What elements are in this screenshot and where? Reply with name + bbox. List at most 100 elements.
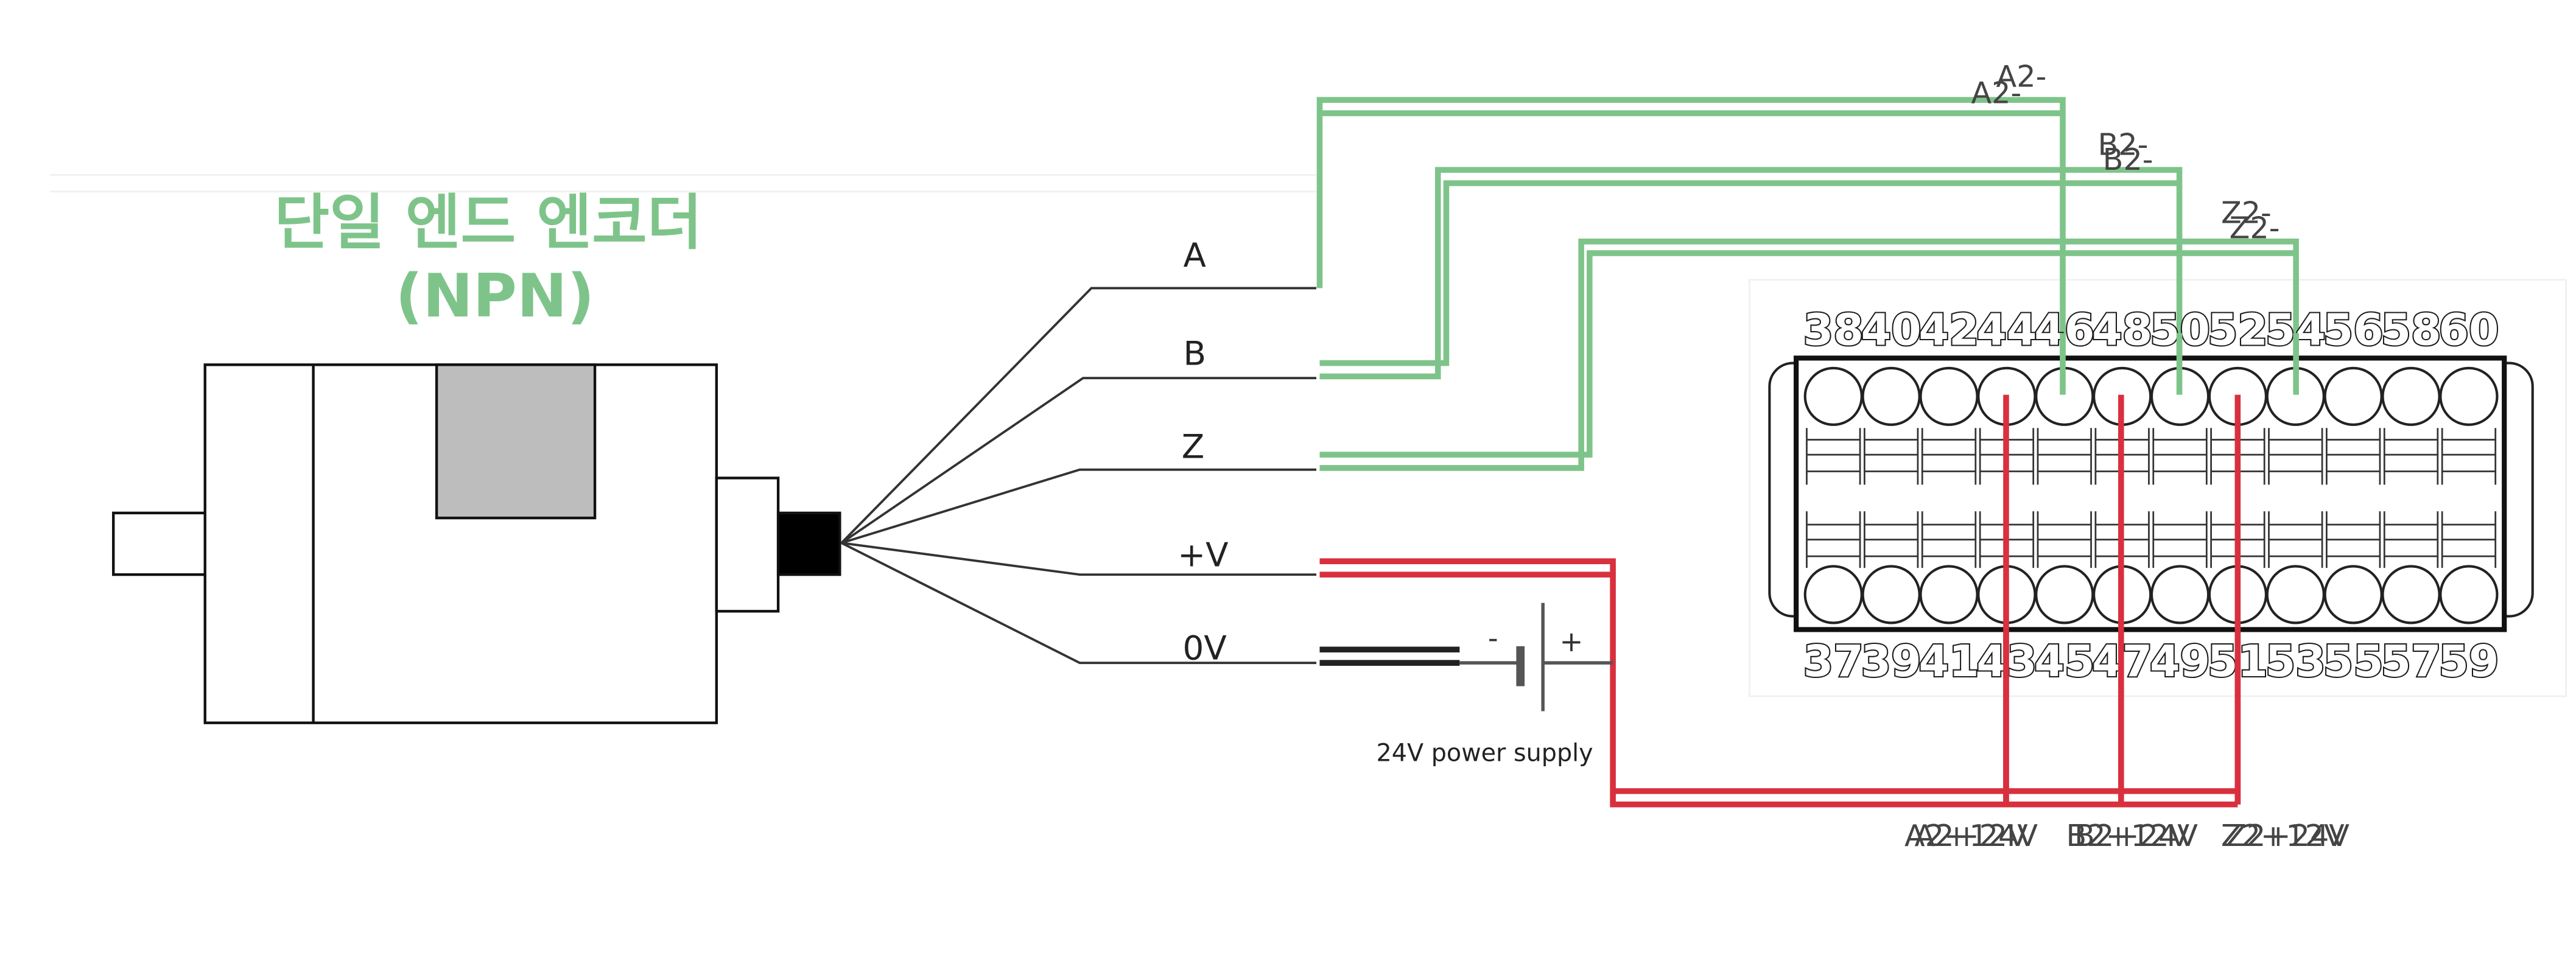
terminal-tags: A2- A2- B2- B2- Z2- Z2- A2+12V A2+24V B2… <box>1904 58 2350 853</box>
terminal-column: 54 53 <box>2264 303 2327 688</box>
terminal-number-top: 50 <box>2150 304 2210 355</box>
terminal-number-bottom: 55 <box>2323 636 2384 687</box>
terminal-number-top: 42 <box>1919 304 1979 355</box>
terminal-column: 50 49 <box>2149 303 2211 688</box>
lead-label-a: A <box>1184 236 1206 274</box>
terminal-number-bottom: 45 <box>2034 636 2094 687</box>
signal-wire-z-second <box>1319 250 2297 458</box>
battery-minus-sign: - <box>1488 622 1498 655</box>
tag-a-minus: A2- <box>1971 75 2021 111</box>
terminal-column: 38 37 <box>1802 303 1865 688</box>
lead-z <box>841 468 1317 544</box>
terminal-number-bottom: 41 <box>1919 636 1979 687</box>
encoder-shaft <box>112 511 208 576</box>
encoder <box>112 363 841 724</box>
wire-drops-overlay <box>2003 333 2299 805</box>
terminal-screw-top <box>1919 366 1979 426</box>
terminal-clamp-top <box>2325 428 2381 485</box>
battery-plate-negative <box>1516 646 1525 687</box>
terminal-number-bottom: 37 <box>1803 636 1864 687</box>
terminal-number-top: 48 <box>2092 304 2152 355</box>
tag-a-minus-offset: A2- <box>1996 58 2047 94</box>
power-wire-main <box>1319 558 2238 808</box>
terminal-screw-bottom <box>2265 565 2325 624</box>
battery-plus-sign: + <box>1560 625 1584 658</box>
guide-lines <box>50 173 1317 193</box>
terminal-clamp-top <box>2268 428 2323 485</box>
terminal-clamp-top <box>1864 428 1919 485</box>
tag-z-minus-offset: Z2- <box>2230 210 2280 245</box>
lead-label-b: B <box>1183 334 1206 372</box>
terminal-screw-bottom <box>2323 565 2383 624</box>
terminal-number-top: 54 <box>2265 304 2326 355</box>
terminal-number-bottom: 53 <box>2265 636 2326 687</box>
signal-wires <box>1316 97 2299 471</box>
ground-wire <box>1319 646 1460 666</box>
terminal-clamp-top <box>1806 428 1861 485</box>
terminal-column: 40 39 <box>1860 303 1923 688</box>
tag-z-minus: Z2- <box>2221 195 2272 231</box>
title: 단일 엔드 엔코더 (NPN) <box>274 189 702 331</box>
encoder-cable-gland <box>715 477 780 613</box>
encoder-window <box>435 363 597 520</box>
terminal-screw-top <box>1861 366 1921 426</box>
power-supply-label: 24V power supply <box>1377 739 1593 767</box>
tag-z-plus: Z2+12V <box>2221 818 2345 853</box>
terminal-number-top: 58 <box>2381 304 2441 355</box>
tag-a-plus: A2+12V <box>1904 818 2028 853</box>
terminal-screw-bottom <box>1919 565 1979 624</box>
terminal-number-top: 44 <box>1976 304 2037 355</box>
terminal-block: 3837403942414443464548475049525154535655… <box>1768 303 2534 688</box>
tag-z-plus-offset: Z2+24V <box>2226 818 2350 853</box>
terminal-area-frame <box>1749 279 2567 697</box>
title-line-1: 단일 엔드 엔코더 <box>274 189 702 258</box>
lead-a <box>840 287 1317 544</box>
terminal-number-bottom: 39 <box>1861 636 1921 687</box>
terminal-screw-bottom <box>2150 565 2210 624</box>
terminal-screw-bottom <box>2035 565 2094 624</box>
tag-b-plus: B2+12V <box>2066 818 2189 853</box>
lead-plus-v <box>841 542 1317 576</box>
signal-wire-a <box>1316 97 2066 395</box>
tag-a-plus-offset: A2+24V <box>1914 818 2038 853</box>
terminal-number-bottom: 49 <box>2150 636 2210 687</box>
signal-wire-b-second <box>1319 180 2180 366</box>
terminal-clamp-bottom <box>1921 511 1977 568</box>
lead-label-zero-v: 0V <box>1183 629 1227 668</box>
terminal-clamp-top <box>2152 428 2208 485</box>
terminal-number-top: 38 <box>1803 304 1864 355</box>
tag-b-minus: B2- <box>2097 127 2148 162</box>
terminal-screw-top <box>2439 366 2499 426</box>
title-line-2: (NPN) <box>395 262 594 331</box>
terminal-clamp-bottom <box>2268 511 2323 568</box>
terminal-number-top: 40 <box>1861 304 1921 355</box>
encoder-connector <box>776 511 841 576</box>
lead-zero-v <box>841 542 1317 665</box>
lead-b <box>841 377 1317 544</box>
terminal-column: 42 41 <box>1917 303 1980 688</box>
terminal-clamp-bottom <box>2037 511 2092 568</box>
terminal-clamp-bottom <box>2441 511 2497 568</box>
terminal-clamp-bottom <box>2152 511 2208 568</box>
tag-b-plus-offset: B2+24V <box>2074 818 2198 853</box>
terminal-number-bottom: 59 <box>2438 636 2499 687</box>
terminal-clamp-bottom <box>2325 511 2381 568</box>
lead-label-plus-v: +V <box>1177 535 1228 574</box>
encoder-leads <box>840 287 1317 665</box>
terminal-screw-bottom <box>2381 565 2441 624</box>
terminal-screw-bottom <box>1861 565 1921 624</box>
terminal-screw-bottom <box>1803 565 1863 624</box>
terminal-number-bottom: 57 <box>2381 636 2441 687</box>
terminal-number-top: 52 <box>2208 304 2268 355</box>
terminal-screw-top <box>2381 366 2441 426</box>
signal-wire-z <box>1319 239 2299 471</box>
terminal-screw-top <box>2323 366 2383 426</box>
lead-labels: A B Z +V 0V <box>1177 236 1228 668</box>
power-supply: - + 24V power supply <box>1319 603 1613 767</box>
terminal-clamp-bottom <box>1864 511 1919 568</box>
terminal-screw-top <box>1803 366 1863 426</box>
